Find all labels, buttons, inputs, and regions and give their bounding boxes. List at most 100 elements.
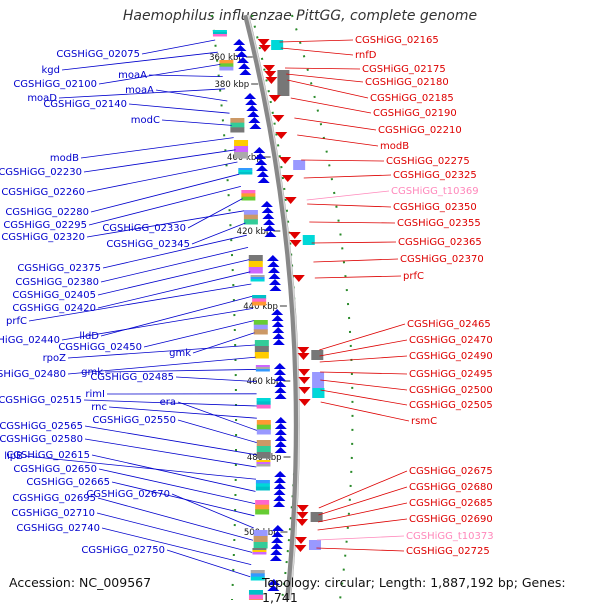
- right-gene-label[interactable]: CGSHiGG_02505: [409, 400, 493, 411]
- gene-block[interactable]: [257, 425, 271, 430]
- gene-block[interactable]: [219, 60, 233, 64]
- left-gene-label[interactable]: CGSHiGG_02440: [0, 335, 60, 346]
- right-gene-label[interactable]: CGSHiGG_02175: [362, 64, 446, 75]
- gene-block[interactable]: [311, 512, 323, 522]
- gene-block[interactable]: [241, 197, 255, 201]
- gene-block[interactable]: [254, 325, 268, 330]
- left-gene-label[interactable]: CGSHiGG_02075: [56, 49, 140, 60]
- forward-gene-arrow[interactable]: [270, 555, 282, 561]
- gene-block[interactable]: [257, 440, 271, 447]
- right-gene-label[interactable]: CGSHiGG_02500: [409, 385, 493, 396]
- gene-block[interactable]: [257, 452, 271, 459]
- left-gene-label[interactable]: CGSHiGG_02450: [58, 342, 142, 353]
- reverse-gene-arrow[interactable]: [299, 399, 311, 406]
- forward-gene-arrow[interactable]: [247, 111, 259, 117]
- forward-gene-arrow[interactable]: [258, 177, 270, 183]
- right-gene-label[interactable]: CGSHiGG_02350: [393, 202, 477, 213]
- gene-block[interactable]: [241, 193, 255, 197]
- left-gene-label[interactable]: CGSHiGG_02260: [1, 187, 85, 198]
- left-gene-label[interactable]: CGSHiGG_02580: [0, 434, 83, 445]
- right-gene-label[interactable]: CGSHiGG_02465: [407, 319, 491, 330]
- forward-gene-arrow[interactable]: [239, 69, 251, 75]
- gene-block[interactable]: [255, 509, 269, 514]
- reverse-gene-arrow[interactable]: [298, 353, 310, 360]
- gene-block[interactable]: [257, 420, 271, 425]
- forward-gene-arrow[interactable]: [267, 255, 279, 261]
- gene-block[interactable]: [234, 140, 248, 147]
- forward-gene-arrow[interactable]: [272, 321, 284, 327]
- reverse-gene-arrow[interactable]: [269, 95, 281, 102]
- gene-block[interactable]: [254, 329, 268, 334]
- forward-gene-arrow[interactable]: [267, 261, 279, 267]
- right-gene-label[interactable]: CGSHiGG_02165: [355, 35, 439, 46]
- right-gene-label[interactable]: CGSHiGG_02325: [393, 170, 477, 181]
- forward-gene-arrow[interactable]: [274, 483, 286, 489]
- reverse-gene-arrow[interactable]: [298, 369, 310, 376]
- gene-block[interactable]: [256, 487, 270, 491]
- gene-block[interactable]: [254, 536, 268, 543]
- forward-gene-arrow[interactable]: [268, 273, 280, 279]
- gene-block[interactable]: [230, 127, 244, 132]
- forward-gene-arrow[interactable]: [273, 501, 285, 507]
- left-gene-label[interactable]: rimI: [85, 389, 105, 400]
- forward-gene-arrow[interactable]: [274, 369, 286, 375]
- left-gene-label[interactable]: CGSHiGG_02230: [0, 167, 82, 178]
- reverse-gene-arrow[interactable]: [258, 39, 270, 46]
- gene-block[interactable]: [249, 267, 263, 274]
- left-gene-label[interactable]: CGSHiGG_02100: [13, 79, 97, 90]
- reverse-gene-arrow[interactable]: [275, 132, 287, 139]
- gene-block[interactable]: [244, 210, 258, 215]
- left-gene-label[interactable]: modB: [50, 153, 79, 164]
- forward-gene-arrow[interactable]: [249, 123, 261, 129]
- left-gene-label[interactable]: moaA: [125, 85, 154, 96]
- forward-gene-arrow[interactable]: [274, 471, 286, 477]
- forward-gene-arrow[interactable]: [257, 171, 269, 177]
- gene-block[interactable]: [244, 215, 258, 220]
- reverse-gene-arrow[interactable]: [296, 512, 308, 519]
- reverse-gene-arrow[interactable]: [289, 232, 301, 239]
- left-gene-label[interactable]: CGSHiGG_02650: [13, 464, 97, 475]
- left-gene-label[interactable]: CGSHiGG_02405: [12, 290, 96, 301]
- left-gene-label[interactable]: CGSHiGG_02345: [106, 239, 190, 250]
- gene-block[interactable]: [256, 480, 270, 484]
- forward-gene-arrow[interactable]: [275, 423, 287, 429]
- right-gene-label[interactable]: CGSHiGG_02470: [409, 335, 493, 346]
- gene-block[interactable]: [252, 302, 266, 306]
- right-gene-label[interactable]: rnfD: [355, 50, 377, 61]
- gene-block[interactable]: [256, 483, 270, 487]
- gene-block[interactable]: [255, 352, 269, 359]
- forward-gene-arrow[interactable]: [253, 147, 265, 153]
- gene-block[interactable]: [241, 190, 255, 194]
- left-gene-label[interactable]: kgd: [42, 65, 61, 76]
- right-gene-label[interactable]: CGSHiGG_02210: [378, 125, 462, 136]
- forward-gene-arrow[interactable]: [275, 441, 287, 447]
- gene-block[interactable]: [257, 446, 271, 453]
- reverse-gene-arrow[interactable]: [297, 505, 309, 512]
- left-gene-label[interactable]: CGSHiGG_02485: [90, 372, 174, 383]
- left-gene-label[interactable]: rnc: [91, 402, 107, 413]
- gene-block[interactable]: [244, 219, 258, 224]
- forward-gene-arrow[interactable]: [275, 429, 287, 435]
- forward-gene-arrow[interactable]: [248, 117, 260, 123]
- forward-gene-arrow[interactable]: [269, 285, 281, 291]
- reverse-gene-arrow[interactable]: [272, 115, 284, 122]
- forward-gene-arrow[interactable]: [275, 393, 287, 399]
- forward-gene-arrow[interactable]: [273, 333, 285, 339]
- left-gene-label[interactable]: CGSHiGG_02420: [12, 303, 96, 314]
- gene-block[interactable]: [255, 346, 269, 353]
- left-gene-label[interactable]: CGSHiGG_02320: [1, 232, 85, 243]
- forward-gene-arrow[interactable]: [238, 63, 250, 69]
- right-gene-label[interactable]: CGSHiGG_02365: [398, 237, 482, 248]
- gene-block[interactable]: [255, 505, 269, 510]
- reverse-gene-arrow[interactable]: [293, 275, 305, 282]
- right-gene-label[interactable]: CGSHiGG_02370: [400, 254, 484, 265]
- gene-block[interactable]: [251, 570, 265, 574]
- forward-gene-arrow[interactable]: [274, 489, 286, 495]
- forward-gene-arrow[interactable]: [271, 543, 283, 549]
- right-gene-label[interactable]: modB: [380, 141, 409, 152]
- gene-block[interactable]: [293, 160, 305, 170]
- right-gene-label[interactable]: CGSHiGG_02675: [409, 466, 493, 477]
- forward-gene-arrow[interactable]: [256, 165, 268, 171]
- gene-block[interactable]: [249, 255, 263, 262]
- gene-block[interactable]: [252, 552, 266, 555]
